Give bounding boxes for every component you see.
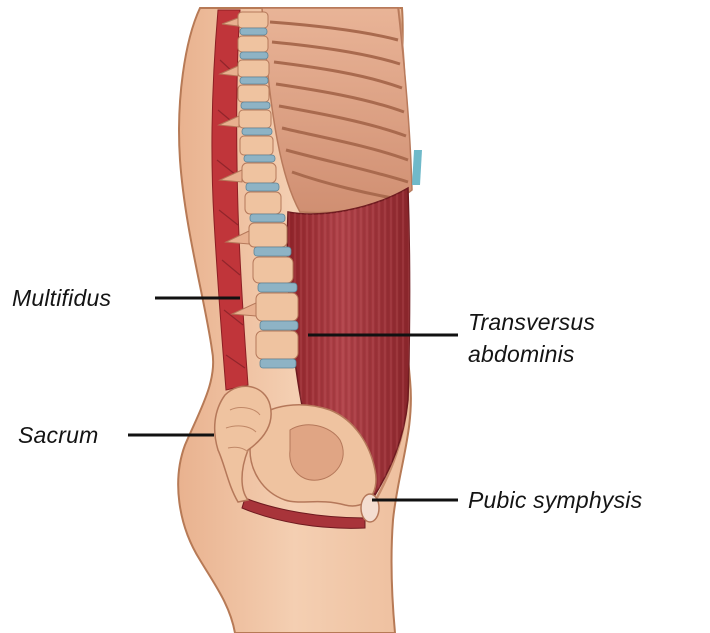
sacrum-label: Sacrum	[18, 421, 98, 449]
transversus-abdominis-label-line1: Transversus	[468, 308, 595, 336]
pubic-symphysis-label: Pubic symphysis	[468, 486, 642, 514]
multifidus-label: Multifidus	[12, 284, 111, 312]
pubic-symphysis-bone	[361, 494, 379, 522]
transversus-abdominis-label-line2: abdominis	[468, 340, 575, 368]
